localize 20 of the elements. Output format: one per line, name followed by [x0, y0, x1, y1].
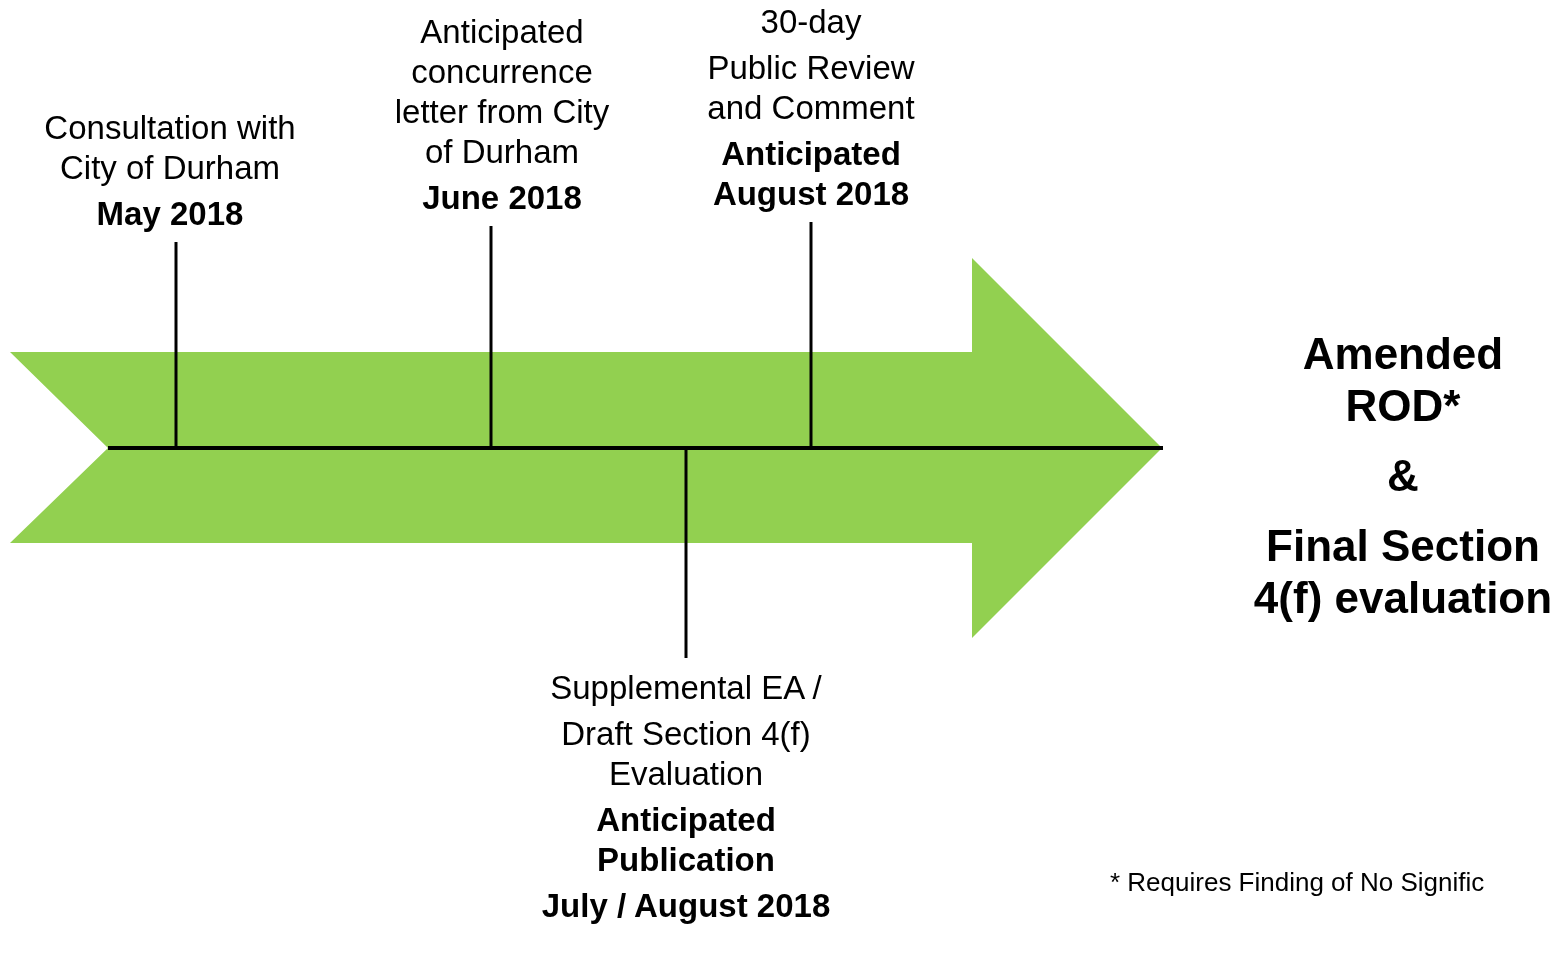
milestone-text: Supplemental EA / [550, 668, 822, 708]
milestone-text: 30-day [760, 2, 862, 42]
milestone-text: Anticipated concurrence letter from City of Durham [393, 12, 611, 172]
leader-line [174, 242, 178, 448]
leader-line [809, 222, 813, 448]
leader-line [684, 448, 688, 658]
milestone-text: June 2018 [422, 178, 582, 218]
result-text: & [1387, 450, 1419, 502]
milestone-text: May 2018 [96, 194, 244, 234]
milestone-text: Draft Section 4(f) Evaluation [560, 714, 812, 794]
result-text: Final Section 4(f) evaluation [1253, 520, 1553, 624]
leader-line [489, 226, 493, 448]
milestone-text: July / August 2018 [541, 886, 831, 926]
footnote: * Requires Finding of No Signific [1110, 866, 1485, 898]
timeline-arrow [10, 258, 1162, 638]
milestone-text: Anticipated August 2018 [711, 134, 911, 214]
result-text: Amended ROD* [1301, 328, 1505, 432]
milestone-text: Public Review and Comment [706, 48, 916, 128]
milestone-text: Anticipated Publication [595, 800, 777, 880]
milestone-text: Consultation with City of Durham [43, 108, 297, 188]
